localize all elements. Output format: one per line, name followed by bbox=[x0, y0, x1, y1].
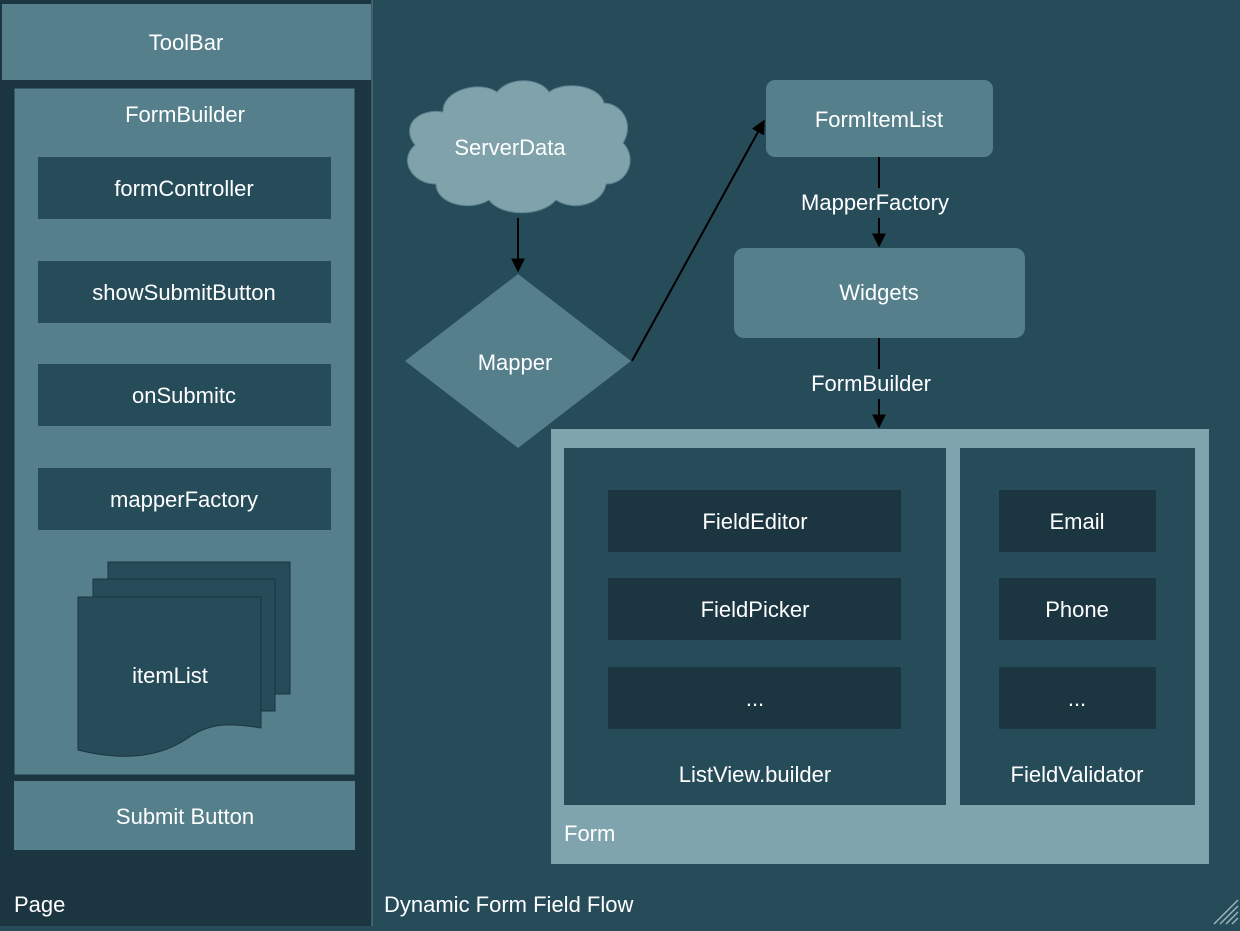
resize-grip-icon[interactable] bbox=[1213, 899, 1239, 925]
field-validator: Email Phone ... FieldValidator bbox=[960, 448, 1195, 805]
svg-text:Phone: Phone bbox=[1045, 597, 1109, 622]
list-view-builder: FieldEditor FieldPicker ... ListView.bui… bbox=[564, 448, 946, 805]
widgets-node: Widgets bbox=[734, 248, 1025, 338]
item-list-label: itemList bbox=[132, 663, 208, 688]
svg-text:...: ... bbox=[746, 686, 764, 711]
submit-button-label: Submit Button bbox=[116, 804, 254, 829]
prop-form-controller: formController bbox=[38, 157, 331, 219]
form-label: Form bbox=[564, 821, 615, 846]
svg-text:mapperFactory: mapperFactory bbox=[110, 487, 258, 512]
validator-phone: Phone bbox=[999, 578, 1156, 640]
form-builder-edge-label: FormBuilder bbox=[811, 371, 931, 396]
validator-more: ... bbox=[999, 667, 1156, 729]
toolbar: ToolBar bbox=[2, 4, 371, 80]
form-container: FieldEditor FieldPicker ... ListView.bui… bbox=[551, 429, 1209, 864]
validator-email: Email bbox=[999, 490, 1156, 552]
prop-mapper-factory: mapperFactory bbox=[38, 468, 331, 530]
form-builder-title: FormBuilder bbox=[125, 102, 245, 127]
toolbar-label: ToolBar bbox=[149, 30, 224, 55]
form-item-list-node: FormItemList bbox=[766, 80, 993, 157]
list-view-more: ... bbox=[608, 667, 901, 729]
svg-text:formController: formController bbox=[114, 176, 253, 201]
widgets-label: Widgets bbox=[839, 280, 918, 305]
svg-text:showSubmitButton: showSubmitButton bbox=[92, 280, 275, 305]
server-data-label: ServerData bbox=[454, 135, 566, 160]
server-data-cloud: ServerData bbox=[407, 80, 631, 214]
svg-text:onSubmitc: onSubmitc bbox=[132, 383, 236, 408]
svg-text:Email: Email bbox=[1049, 509, 1104, 534]
item-list-document-stack-icon: itemList bbox=[77, 561, 291, 757]
edge-label-bg bbox=[790, 188, 960, 218]
submit-button: Submit Button bbox=[14, 781, 355, 850]
field-picker: FieldPicker bbox=[608, 578, 901, 640]
field-editor: FieldEditor bbox=[608, 490, 901, 552]
svg-text:...: ... bbox=[1068, 686, 1086, 711]
svg-text:FieldPicker: FieldPicker bbox=[701, 597, 810, 622]
mapper-diamond: Mapper bbox=[405, 274, 631, 448]
prop-on-submit: onSubmitc bbox=[38, 364, 331, 426]
mapper-factory-edge-label: MapperFactory bbox=[801, 190, 949, 215]
mapper-label: Mapper bbox=[478, 350, 553, 375]
edge-label-bg bbox=[800, 369, 942, 399]
prop-show-submit-button: showSubmitButton bbox=[38, 261, 331, 323]
svg-text:FieldEditor: FieldEditor bbox=[702, 509, 807, 534]
edge-mapper-to-form-item-list bbox=[631, 119, 765, 362]
form-item-list-label: FormItemList bbox=[815, 107, 943, 132]
form-builder-container: FormBuilder formController showSubmitBut… bbox=[13, 87, 356, 776]
flow-label: Dynamic Form Field Flow bbox=[384, 892, 633, 917]
page-label: Page bbox=[14, 892, 65, 917]
list-view-builder-label: ListView.builder bbox=[679, 762, 831, 787]
field-validator-label: FieldValidator bbox=[1011, 762, 1144, 787]
